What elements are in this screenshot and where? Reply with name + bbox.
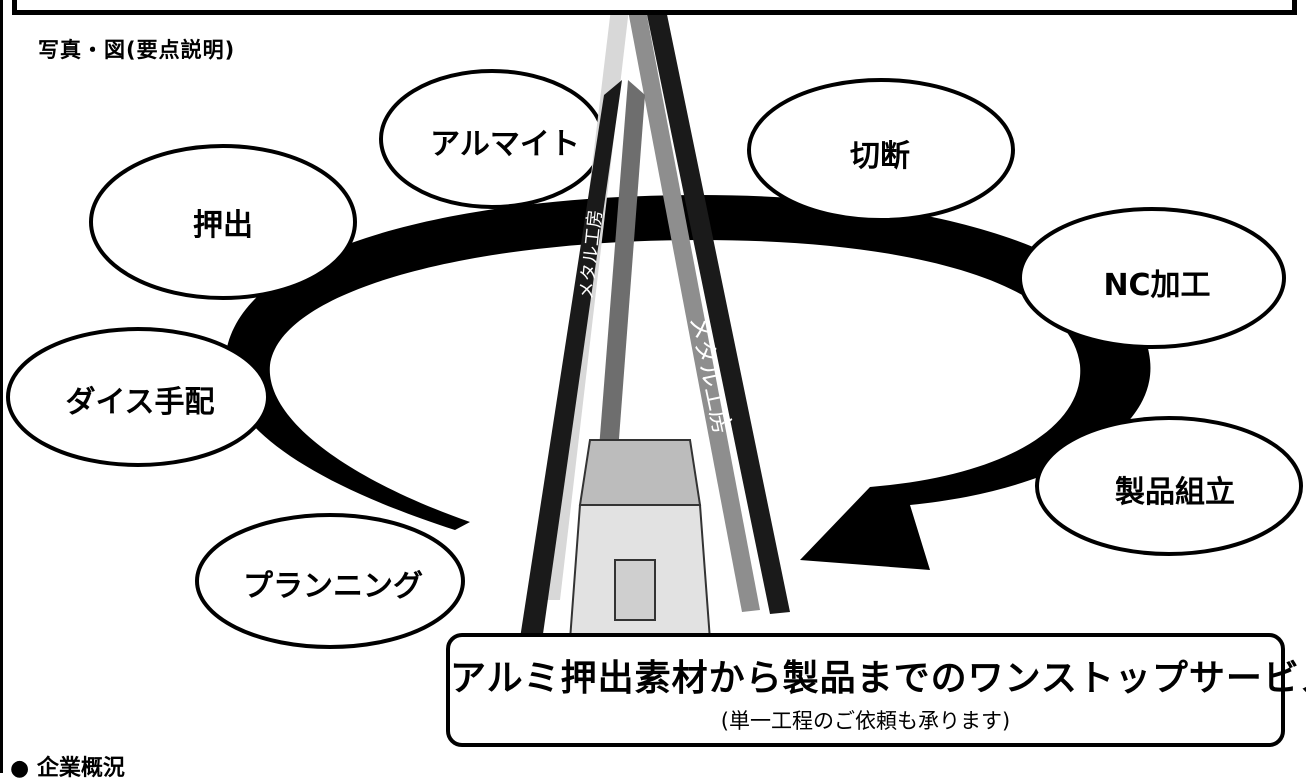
top-frame [12,0,1297,15]
bubble-die [6,327,270,467]
one-stop-banner: アルミ押出素材から製品までのワンストップサービス (単一工程のご依頼も承ります) [446,633,1306,747]
bubble-nc [1018,207,1286,349]
bubble-anodize [379,69,605,209]
section-label: 写真・図(要点説明) [38,38,236,62]
bubble-cutting [747,78,1015,222]
company-overview-heading: ● 企業概況 [10,756,125,781]
left-rule [0,0,3,773]
signboard-image: メタル工房 メタル工房 [512,0,790,740]
banner-sub-text: (単一工程のご依頼も承ります) [720,709,1011,733]
bubble-assembly [1035,416,1303,556]
banner-main-text: アルミ押出素材から製品までのワンストップサービス [450,658,1306,699]
bubble-extrusion [89,144,357,300]
bubble-planning [195,513,465,649]
